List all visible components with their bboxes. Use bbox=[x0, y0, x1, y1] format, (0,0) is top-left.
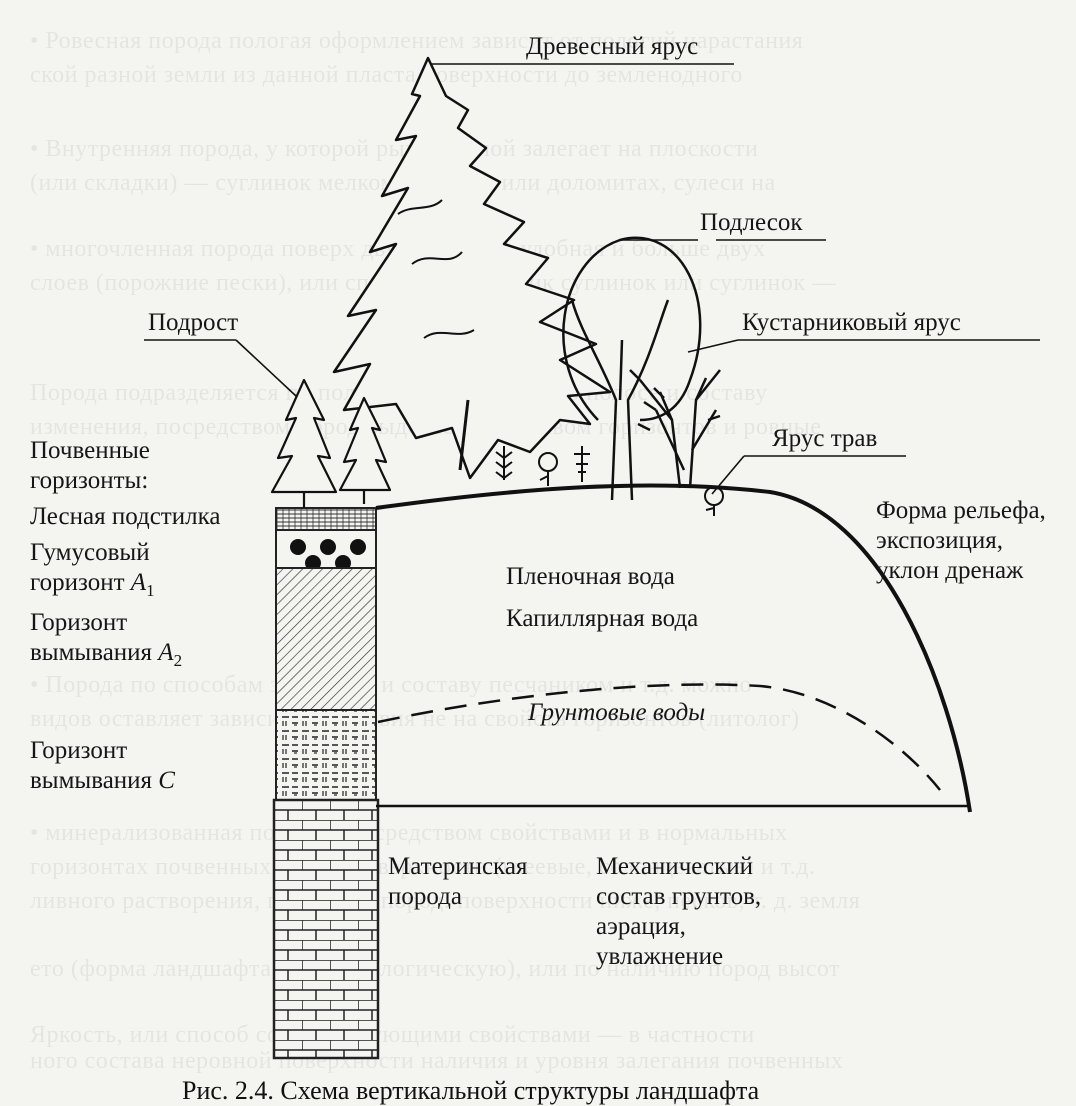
label-humus-horizon: Гумусовый горизонт A1 bbox=[30, 538, 230, 606]
label-leaching-c: Горизонт вымывания C bbox=[30, 736, 230, 796]
spruce-tree bbox=[334, 58, 610, 478]
leaching-a-layer bbox=[276, 568, 376, 710]
leaching-c-text: Горизонт вымывания bbox=[30, 737, 152, 794]
leaching-c-layer bbox=[276, 710, 376, 802]
leaching-a-text: Горизонт вымывания bbox=[30, 609, 152, 666]
label-relief: Форма рельефа, экспозиция, уклон дренаж bbox=[876, 496, 1072, 586]
label-leaching-a: Горизонт вымывания A2 bbox=[30, 608, 240, 676]
label-tree-layer: Древесный ярус bbox=[526, 32, 698, 62]
leaching-a-index: 2 bbox=[174, 651, 183, 670]
label-film-water: Пленочная вода bbox=[506, 562, 675, 592]
young-fir-1 bbox=[272, 380, 336, 508]
young-fir-2 bbox=[340, 398, 390, 504]
figure-caption: Рис. 2.4. Схема вертикальной структуры л… bbox=[182, 1076, 759, 1106]
shrub bbox=[630, 370, 720, 488]
soil-column bbox=[274, 508, 378, 1058]
parent-rock-layer bbox=[274, 800, 378, 1058]
label-forest-litter: Лесная подстилка bbox=[30, 502, 220, 532]
label-shrub-layer: Кустарниковый ярус bbox=[742, 308, 961, 338]
label-capillary-water: Капиллярная вода bbox=[506, 604, 698, 634]
label-soil-horizons: Почвенные горизонты: bbox=[30, 436, 200, 496]
label-mechanical: Механический состав грунтов, аэрация, ув… bbox=[596, 852, 806, 972]
forest-litter-layer bbox=[276, 508, 376, 530]
label-ground-water: Грунтовые воды bbox=[528, 698, 705, 728]
label-undergrowth: Подлесок bbox=[700, 208, 803, 238]
label-grass-layer: Ярус трав bbox=[772, 424, 877, 454]
label-young-growth: Подрост bbox=[148, 308, 238, 338]
grass-plants bbox=[496, 446, 723, 516]
label-parent-rock: Материнская порода bbox=[388, 852, 568, 912]
leaching-c-letter: C bbox=[158, 767, 175, 794]
leader-lines bbox=[144, 64, 1040, 494]
humus-horizon-index: 1 bbox=[146, 581, 155, 600]
